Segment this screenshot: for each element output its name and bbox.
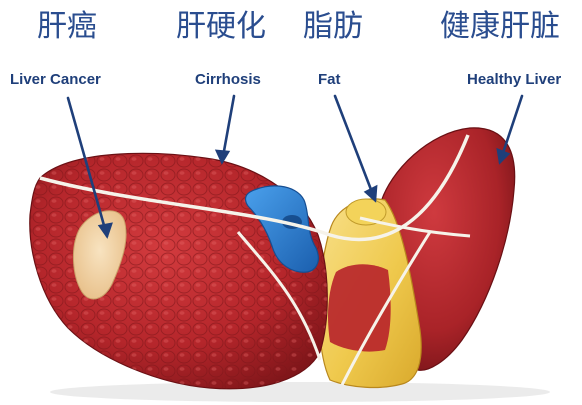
label-en-healthy-liver: Healthy Liver (467, 70, 561, 90)
label-en-fat: Fat (318, 70, 341, 90)
label-zh-cirrhosis: 肝硬化 (176, 8, 266, 46)
label-en-cirrhosis: Cirrhosis (195, 70, 261, 90)
arrow-fat (335, 96, 375, 200)
label-en-liver-cancer: Liver Cancer (10, 70, 101, 90)
label-zh-healthy-liver: 健康肝脏 (440, 8, 560, 46)
label-zh-fat: 脂肪 (303, 8, 363, 46)
label-zh-liver-cancer: 肝癌 (37, 8, 97, 46)
